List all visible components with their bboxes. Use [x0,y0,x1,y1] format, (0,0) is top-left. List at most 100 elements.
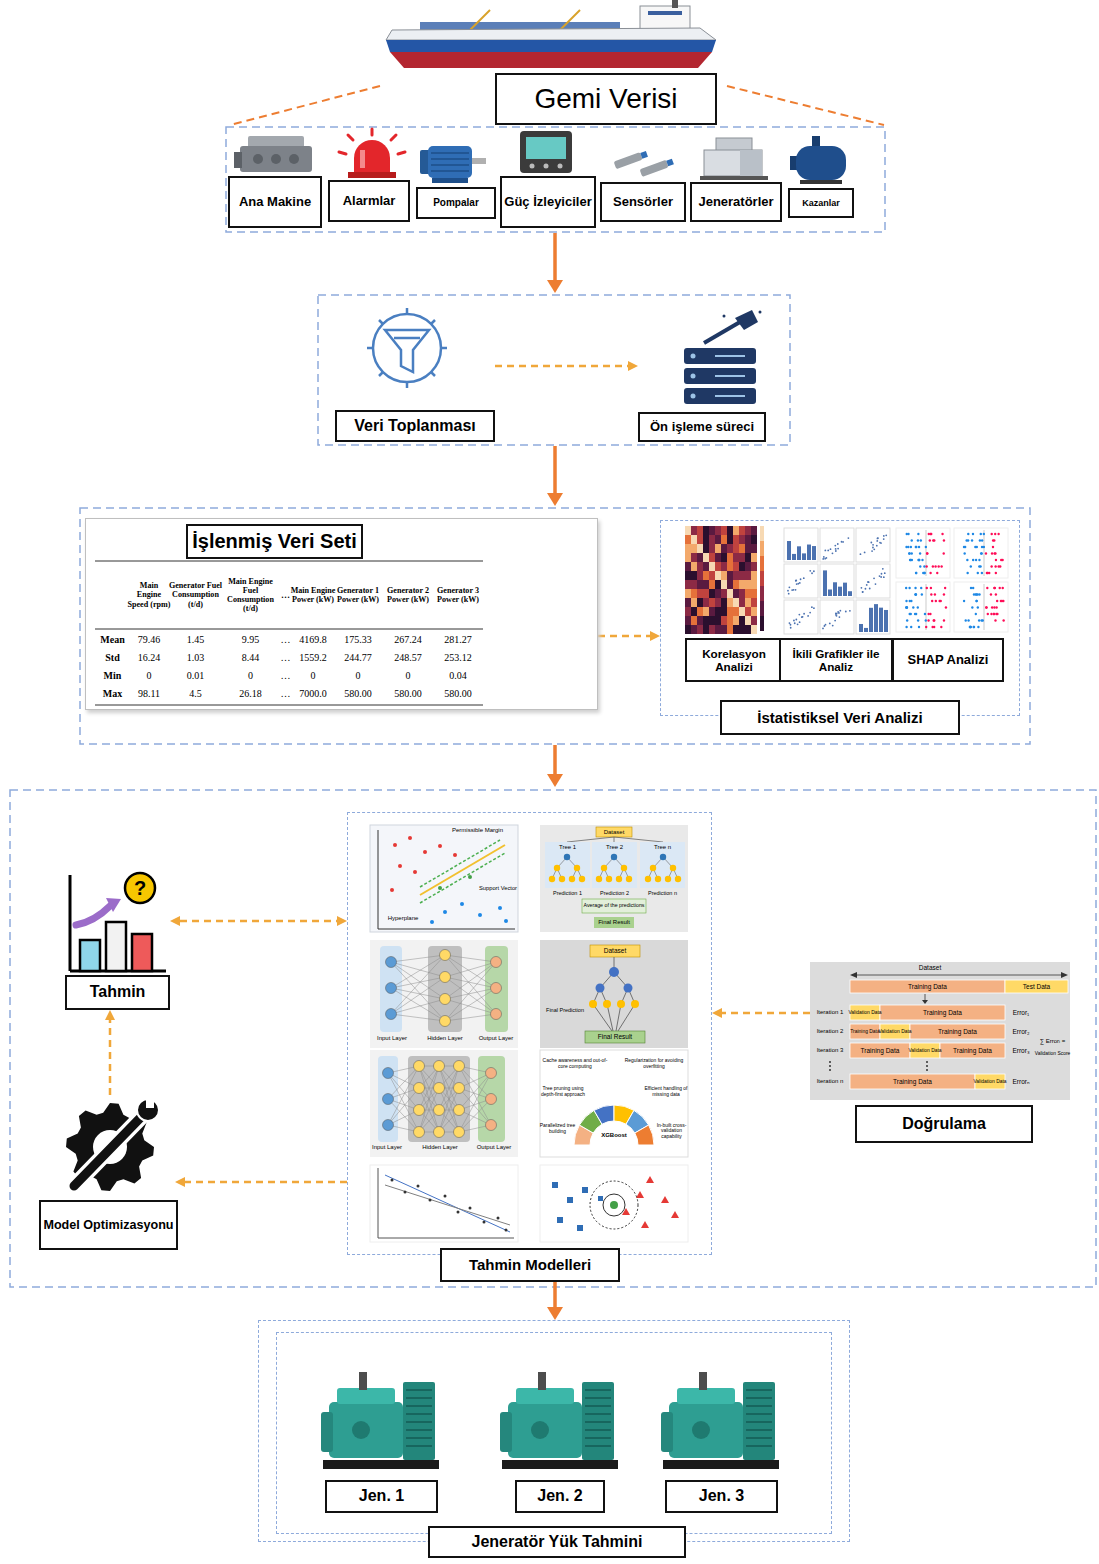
boiler-icon-part [796,146,846,180]
shap-dot [981,539,983,541]
label-holder: 248.57 [383,650,433,666]
xgboost-ring [574,1105,654,1145]
table-cell: Main Engine Fuel Consumption (t/d) [220,577,281,613]
net-link [391,955,445,988]
scatter-dot [832,625,834,627]
knn-figure-part-part [636,1191,644,1198]
table-cell: 267.24 [394,634,422,645]
heatmap-cell [721,616,727,625]
shap-dot [915,572,917,574]
shap-dot [921,559,923,561]
svr-figure-part-part [408,836,412,840]
table-cell: 1559.2 [299,652,327,663]
analysis-group: İstatistiksel Veri AnaliziKorelasyon Ana… [660,520,1020,735]
line-shape [585,1437,611,1439]
hist-bar [802,553,806,560]
label-holder: 4.5 [168,686,223,702]
linear-regression-figure-part [391,1179,508,1232]
preprocessing-icon-part [735,310,758,330]
heatmap-cell [733,607,739,616]
svr-figure-part [420,853,505,903]
line-shape [746,1405,772,1407]
heatmap-cell [745,580,751,589]
scatter-dot [795,580,797,582]
line-shape [585,1389,611,1391]
scatter-dot [790,624,792,626]
ann-figure-part [380,946,402,1032]
generator-small-icon [700,138,768,180]
net-neuron [491,1009,502,1020]
random-forest-figure [540,825,688,932]
table-cell: 248.57 [394,652,422,663]
scatter-dot [832,552,834,554]
scatter-dot [842,541,844,543]
figure-label: Tree pruning using depth-first approach [538,1086,588,1097]
heatmap-cell [733,589,739,598]
shap-dot [906,606,908,608]
shap-dot [997,565,999,567]
linear-regression-figure-part-part [497,1217,500,1220]
figure-label: Training Data [938,1028,977,1035]
xgboost-figure-part [540,1050,688,1157]
net-link [445,955,496,1014]
shap-dot [920,539,922,541]
shap-dot [995,606,997,608]
decision-tree-figure-part-part [593,1004,612,1031]
shap-dot [971,606,973,608]
node-text: Jen. 1 [359,1487,404,1505]
tree-node [616,876,622,882]
heatmap-cell [727,580,733,589]
process-step: Veri Toplanması [335,305,495,442]
net-link [445,988,496,1021]
heatmap-cell [721,625,727,634]
figure-label: Iteration 3 [817,1047,844,1054]
connector-line [598,635,650,638]
net-link [445,999,496,1014]
node-text: Güç İzleyiciler [504,195,591,210]
label-box: İstatistiksel Veri Analizi [720,700,960,735]
shap-dot [993,587,995,589]
scatter-dot [795,580,797,582]
line-shape [746,1397,772,1399]
linear-regression-figure-part-part [391,1179,394,1182]
linear-regression-figure-part [385,1185,510,1225]
pump-motor-icon-part [472,158,486,164]
svr-figure-part-part [453,853,457,857]
heatmap-cell [715,598,721,607]
figure-label: Input Layer [377,1035,407,1042]
label-holder: Training Data [940,1043,1005,1058]
figure-label: ∑ Errorᵢ = [1040,1038,1065,1045]
scatter-dot [883,535,885,537]
node-text: Sensörler [613,195,673,210]
heatmap-cell [733,598,739,607]
label-holder: Error₃ [1007,1043,1035,1058]
engine-icon-part [289,154,299,164]
ship-illustration-part [386,28,716,40]
optimization-node: Model Optimizasyonu [42,1095,175,1250]
label-holder: Output Layer [474,1034,518,1043]
net-neuron [491,957,502,968]
heatmap-cell [727,535,733,544]
figure-label: Cache awareness and out-of-core computin… [540,1058,610,1069]
line-shape [406,1405,432,1407]
label-box: Jeneratörler [690,182,782,222]
net-link [445,977,496,1014]
label-box: Kazanlar [788,188,854,218]
shap-dot [918,626,920,628]
net-link [445,955,496,988]
tree-node [569,876,575,882]
shap-dot [933,539,935,541]
shap-dot [933,619,935,621]
tree-node [621,865,627,871]
pair-panel [856,600,890,634]
scatter-dot [870,542,872,544]
stage-arrows-part [547,774,563,787]
scatter-dot [797,623,799,625]
shap-dot [975,600,977,602]
shap-dot [915,546,917,548]
figure-label: Tree n [654,844,671,851]
linear-regression-figure-part-part [429,1199,432,1202]
scatter-dot [879,575,881,577]
label-holder: 0.04 [433,668,483,684]
